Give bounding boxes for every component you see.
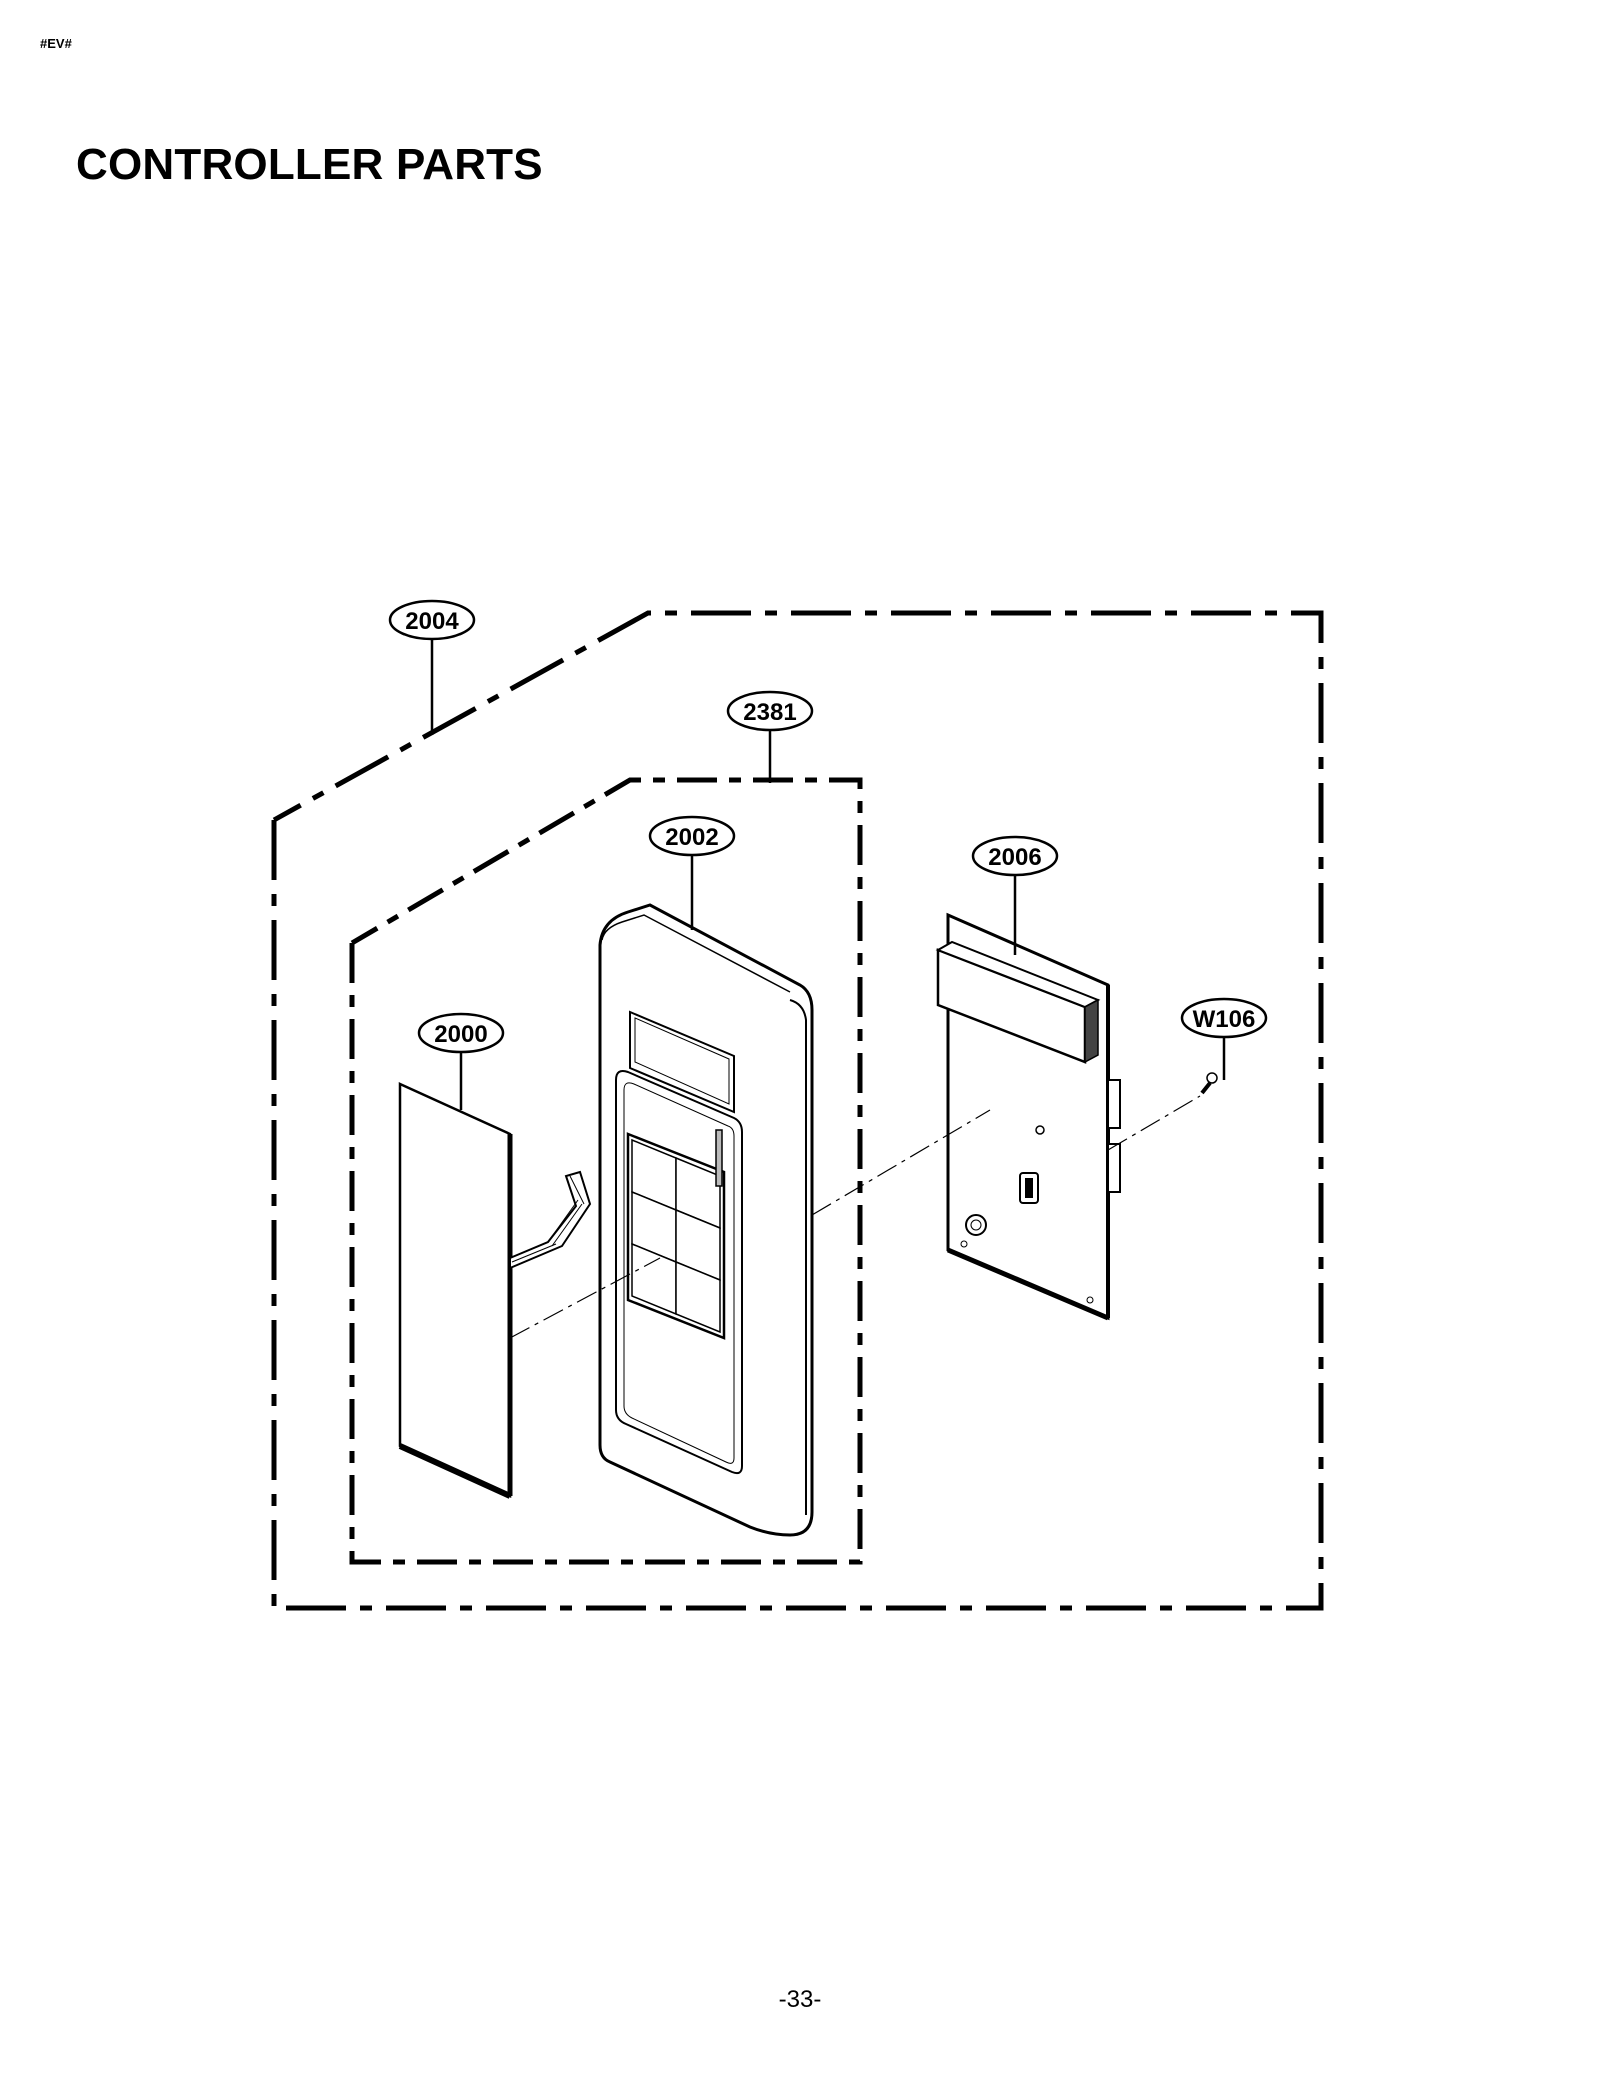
part-2002-control-panel bbox=[598, 903, 814, 1537]
leader-lines bbox=[430, 640, 1226, 1110]
part-2000-key-sheet bbox=[398, 1082, 592, 1499]
callout-2004-label: 2004 bbox=[405, 608, 459, 635]
callout-w106-label: W106 bbox=[1193, 1006, 1256, 1033]
document-code: #EV# bbox=[40, 36, 72, 51]
callout-2000-label: 2000 bbox=[434, 1021, 487, 1048]
callout-2381: 2381 bbox=[726, 690, 814, 732]
callout-w106: W106 bbox=[1180, 997, 1268, 1039]
callout-2002: 2002 bbox=[648, 815, 736, 857]
assembly-centerlines bbox=[509, 1095, 1201, 1339]
part-w106-screw bbox=[1200, 1072, 1218, 1095]
page-number: -33- bbox=[778, 1986, 822, 2013]
assembly-2004-outline bbox=[271, 610, 1324, 1611]
part-2006-pcb bbox=[935, 912, 1121, 1321]
page-title: CONTROLLER PARTS bbox=[76, 140, 543, 189]
callout-2004: 2004 bbox=[388, 599, 476, 641]
assembly-2381-outline bbox=[349, 777, 863, 1565]
callout-2381-label: 2381 bbox=[743, 699, 796, 726]
callout-2000: 2000 bbox=[417, 1012, 505, 1054]
callout-2006: 2006 bbox=[971, 835, 1059, 877]
callout-2006-label: 2006 bbox=[988, 844, 1041, 871]
callout-2002-label: 2002 bbox=[665, 824, 718, 851]
